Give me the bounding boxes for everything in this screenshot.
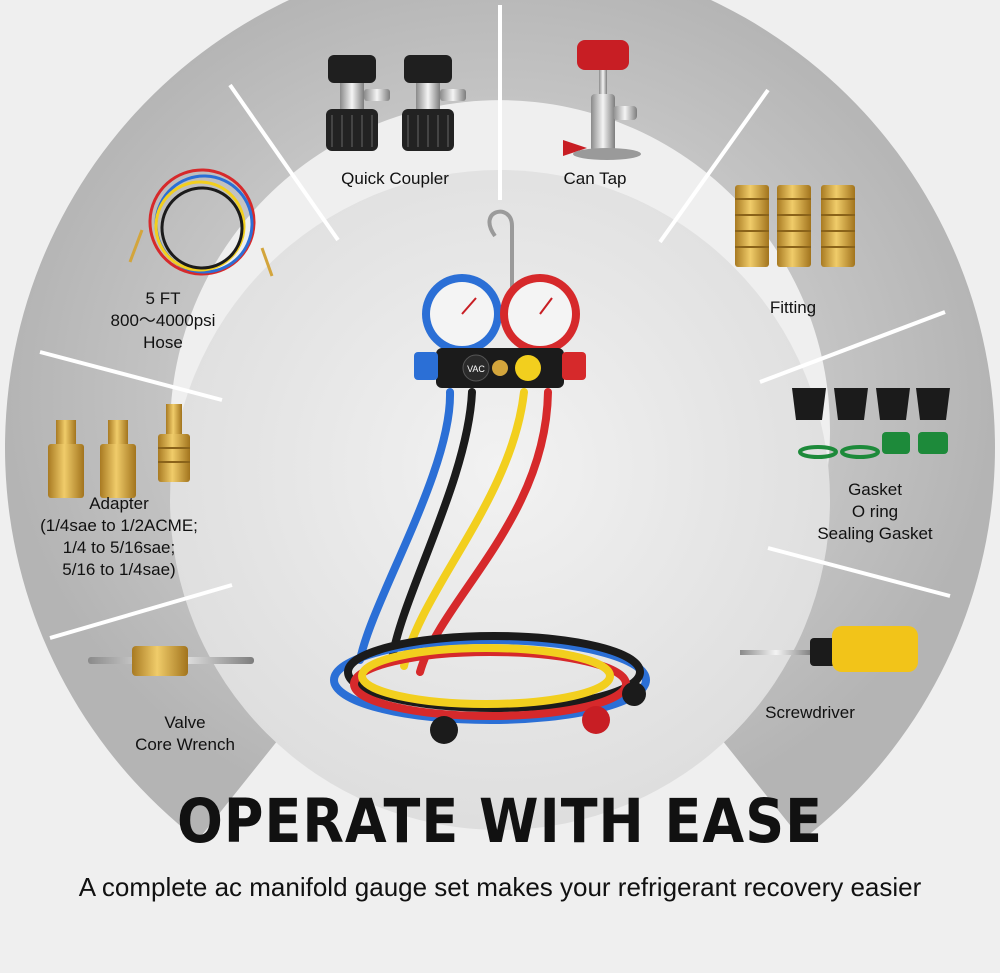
quick-coupler-icon (326, 55, 466, 151)
ring-dividers (39, 5, 951, 640)
adapter-label: Adapter (1/4sae to 1/2ACME; 1/4 to 5/16s… (40, 494, 198, 579)
quick-coupler-label: Quick Coupler (341, 169, 449, 188)
vac-valve-text: VAC (467, 364, 485, 374)
screwdriver-icon (740, 626, 918, 672)
hose-coil-icon (128, 168, 274, 277)
inner-disk (170, 170, 830, 830)
gasket-label: Gasket O ring Sealing Gasket (817, 480, 933, 543)
fitting-label: Fitting (769, 298, 817, 317)
hose-label: 5 FT 800～4000psi Hose (110, 289, 216, 352)
can-tap-valve-icon (563, 40, 641, 160)
headline: OPERATE WITH EASE (176, 786, 823, 857)
can-tap-label: Can Tap (563, 169, 627, 188)
gasket-oring-icon (792, 388, 950, 459)
brass-fitting-icon (735, 185, 855, 267)
hose-couplers (430, 682, 646, 744)
subline: A complete ac manifold gauge set makes y… (78, 872, 922, 902)
valve-core-wrench-icon (88, 646, 254, 676)
brass-adapter-icon (48, 404, 190, 498)
valve-core-wrench-label: Valve Core Wrench (135, 713, 235, 754)
screwdriver-label: Screwdriver (765, 703, 855, 722)
manifold-gauge-set-icon: VAC (414, 209, 586, 388)
hose-bundle (330, 388, 650, 724)
